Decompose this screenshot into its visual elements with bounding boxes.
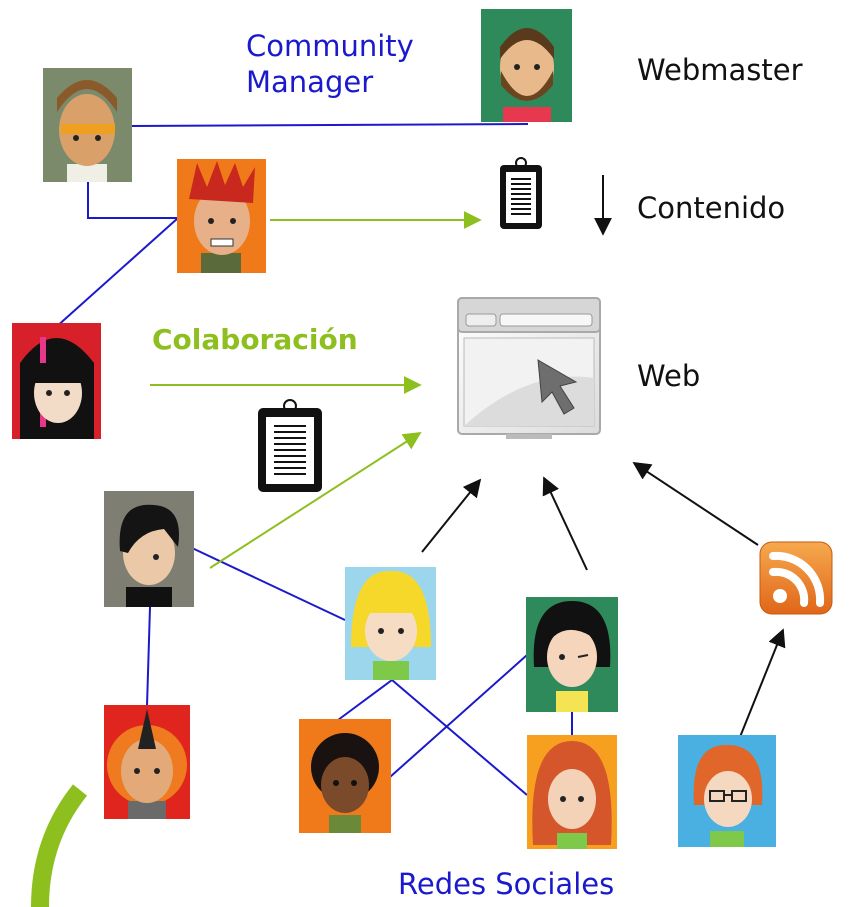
rss-feed-icon xyxy=(759,541,833,615)
avatar-afro xyxy=(299,719,391,833)
link-line xyxy=(131,123,529,127)
community-manager-line1: Community xyxy=(246,29,414,63)
collaboration-arrows xyxy=(150,211,482,569)
link-line xyxy=(87,182,178,219)
colaboracion-label: Colaboración xyxy=(152,323,358,356)
avatar-blonde xyxy=(345,567,436,680)
arrow-to-web xyxy=(209,432,422,569)
clipboard-icon xyxy=(258,399,322,492)
avatar-community-manager xyxy=(43,68,132,182)
avatar-webmaster xyxy=(481,9,572,122)
avatar-black-hair-boy xyxy=(104,491,194,607)
avatar-redhead xyxy=(527,735,617,849)
link-line xyxy=(191,547,346,621)
link-line xyxy=(146,606,151,707)
avatar-winking xyxy=(526,597,618,712)
avatar-mohawk xyxy=(104,705,190,819)
link-line xyxy=(54,217,179,329)
browser-window-icon xyxy=(457,297,601,439)
contenido-label: Contenido xyxy=(637,191,786,225)
cursor-arrow-icon xyxy=(537,359,578,415)
redes-sociales-label: Redes Sociales xyxy=(398,867,615,901)
avatar-red-hair xyxy=(177,159,266,273)
network-links xyxy=(54,123,573,796)
flow-arrows xyxy=(421,175,786,738)
arrow-to-web xyxy=(542,476,588,571)
avatar-black-pink-hair xyxy=(12,323,101,439)
community-manager-label: Community Manager xyxy=(246,28,414,100)
link-line xyxy=(337,679,393,721)
corner-arc xyxy=(31,784,88,907)
arrow-to-web xyxy=(632,462,759,546)
web-label: Web xyxy=(637,359,701,393)
avatar-glasses xyxy=(678,735,776,847)
webmaster-label: Webmaster xyxy=(637,53,803,87)
link-line xyxy=(389,654,528,778)
link-line xyxy=(391,679,528,796)
arrow-to-web xyxy=(421,478,482,553)
clipboard-icon xyxy=(500,157,542,229)
rss-arrow xyxy=(739,628,786,738)
community-manager-line2: Manager xyxy=(246,65,374,99)
